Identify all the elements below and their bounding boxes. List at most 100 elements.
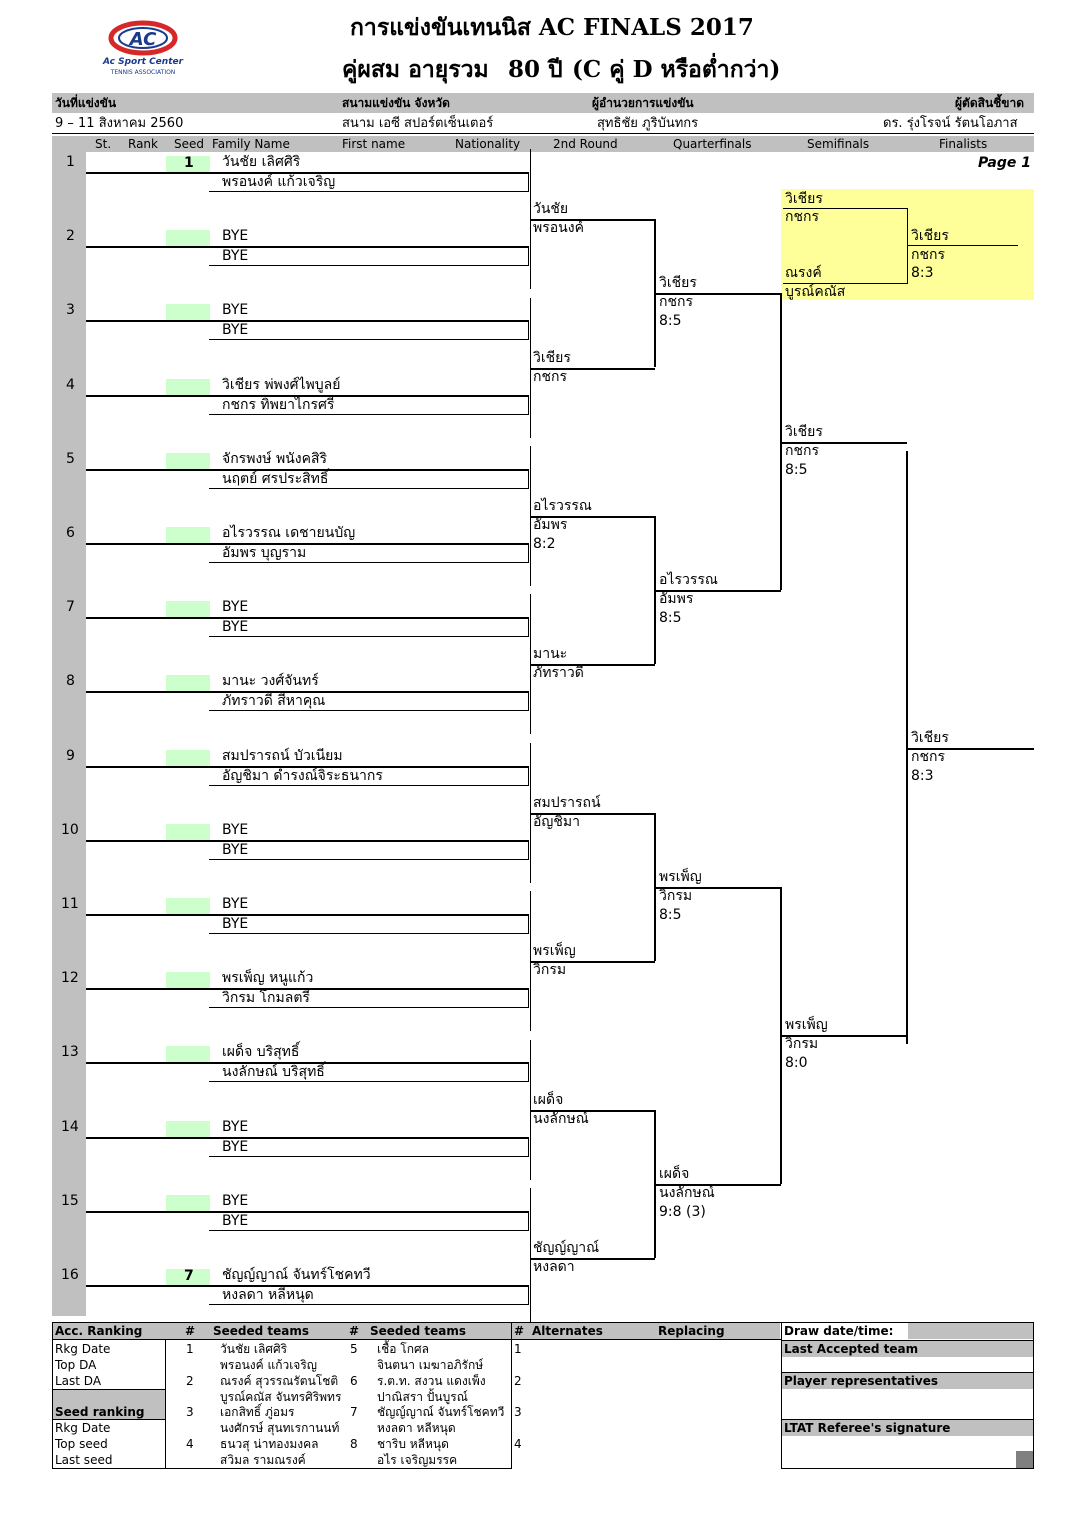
- round2-name: ชัญญ์ญาณ์: [533, 1239, 600, 1256]
- seed-player: ธนวสุ น่าทองมงคล: [220, 1436, 319, 1451]
- player-name: BYE: [222, 599, 249, 616]
- player-name: เผด็จ บริสุทธิ์: [222, 1044, 300, 1061]
- draw-line: [528, 765, 529, 786]
- col-quarterfinals: Quarterfinals: [673, 137, 752, 151]
- class-label: (C คู่ D หรือต่ำกว่า): [572, 56, 781, 83]
- alternate-number: 4: [514, 1436, 522, 1451]
- player-name: กชกร ทิพยาไกรศรี: [222, 396, 335, 413]
- final-winner-score: 8:3: [911, 265, 934, 281]
- draw-line: [86, 468, 529, 471]
- draw-line: [528, 988, 529, 1009]
- final-winner-a: วิเชียร: [911, 228, 949, 244]
- seed-player: นงศักรษ์ สุนทเรกานนท์: [220, 1421, 340, 1435]
- draw-line: [209, 1007, 529, 1009]
- director-label: ผู้อำนวยการแข่งขัน: [592, 96, 694, 110]
- round2-name: หงลดา: [533, 1258, 575, 1275]
- draw-line: [528, 1062, 529, 1083]
- bracket-line: [780, 886, 782, 1184]
- draw-number: 7: [66, 599, 75, 616]
- seed-box: [166, 1194, 210, 1211]
- draw-line: [86, 1285, 529, 1287]
- seed-number: 3: [186, 1405, 194, 1419]
- draw-line: [528, 468, 529, 489]
- seeded-teams-label-1: Seeded teams: [213, 1324, 310, 1338]
- player-name: นฤตย์ ศรประสิทธิ์: [222, 470, 329, 487]
- draw-line: [86, 691, 529, 694]
- draw-number: 5: [66, 450, 75, 467]
- col-st: St.: [95, 137, 112, 151]
- draw-line: [209, 191, 529, 192]
- seed-box: [166, 230, 210, 247]
- date-value: 9 – 11 สิงหาคม 2560: [55, 116, 184, 131]
- seed-box: [166, 823, 210, 840]
- player-name: อไรวรรณ เดชายนบัญ: [222, 525, 356, 541]
- player-name: วิเชียร พ่พงศ์ไพบูลย์: [222, 376, 341, 393]
- bracket-line: [530, 594, 531, 735]
- seed-player: หงลดา หลีหนุด: [377, 1421, 456, 1435]
- draw-number: 6: [66, 525, 75, 541]
- round2-name: พรอนงค์: [533, 220, 584, 237]
- col-nationality: Nationality: [455, 137, 521, 151]
- round2-score: 8:2: [533, 535, 556, 552]
- referee-signature-label: LTAT Referee's signature: [784, 1421, 951, 1435]
- bracket-line: [530, 1187, 531, 1328]
- draw-number: 12: [61, 970, 79, 987]
- bracket-line: [906, 451, 908, 1044]
- semifinal-name: วิกรม: [785, 1036, 819, 1053]
- date-label: วันที่แข่งขัน: [55, 96, 117, 110]
- bracket-line: [530, 445, 531, 586]
- draw-line: [209, 562, 529, 563]
- bracket-line: [530, 367, 655, 370]
- seed-number: 7: [184, 1268, 194, 1284]
- round2-name: อไรวรรณ: [533, 497, 592, 514]
- draw-line: [528, 617, 529, 638]
- draw-number: 8: [66, 673, 75, 690]
- bracket-line: [908, 747, 1034, 750]
- bracket-line: [656, 590, 781, 593]
- player-name: BYE: [222, 916, 249, 932]
- seed-box: [166, 1269, 210, 1285]
- quarterfinal-score: 8:5: [659, 906, 682, 923]
- seed-number: 7: [350, 1405, 358, 1419]
- draw-line: [209, 1155, 529, 1157]
- bracket-line: [530, 1039, 531, 1180]
- hash-label-3: #: [514, 1324, 525, 1338]
- alternate-number: 1: [514, 1342, 522, 1356]
- seed-box: [166, 452, 210, 469]
- bracket-line: [656, 293, 781, 296]
- semifinal-name: วิเชียร: [785, 423, 823, 440]
- round2-name: พรเพ็ญ: [533, 943, 576, 960]
- seed-box: [166, 898, 210, 914]
- quarterfinal-score: 9:8 (3): [659, 1203, 706, 1220]
- round2-name: ภัทราวดี: [533, 665, 584, 682]
- player-name: BYE: [222, 228, 249, 245]
- draw-number: 15: [61, 1192, 79, 1209]
- player-name: BYE: [222, 322, 249, 339]
- column-header-bar: [52, 136, 1034, 152]
- seed-ranking-label: Seed ranking: [55, 1405, 145, 1419]
- final-team2-b: บูรณ์คณัส: [785, 284, 846, 300]
- last-da-label: Last DA: [55, 1374, 102, 1388]
- draw-line: [86, 988, 529, 991]
- seed-player: เอกสิทธิ์ ภู่อมร: [220, 1405, 295, 1419]
- player-name: BYE: [222, 1138, 249, 1155]
- category-label: คู่ผสม อายุรวม: [342, 56, 489, 83]
- bracket-line: [530, 891, 531, 1032]
- player-name: BYE: [222, 619, 249, 636]
- seed-number: 8: [350, 1436, 358, 1451]
- bracket-line: [654, 1109, 656, 1258]
- info-header-bar: [52, 93, 1034, 113]
- bracket-line: [782, 1035, 907, 1038]
- draw-line: [86, 1136, 529, 1139]
- round2-name: อัญชิมา: [533, 813, 580, 830]
- col-finalists: Finalists: [939, 137, 988, 151]
- referee-label: ผู้ตัดสินชี้ขาด: [955, 96, 1025, 110]
- semifinal-name: พรเพ็ญ: [785, 1017, 828, 1034]
- player-name: ชัญญ์ญาณ์ จันทร์โชคทวี: [222, 1267, 371, 1283]
- player-name: BYE: [222, 896, 249, 912]
- last-seed-label: Last seed: [55, 1453, 113, 1467]
- draw-line: [209, 784, 529, 786]
- seed-box: [166, 378, 210, 395]
- draw-line: [528, 172, 529, 192]
- player-reps-label: Player representatives: [784, 1374, 939, 1388]
